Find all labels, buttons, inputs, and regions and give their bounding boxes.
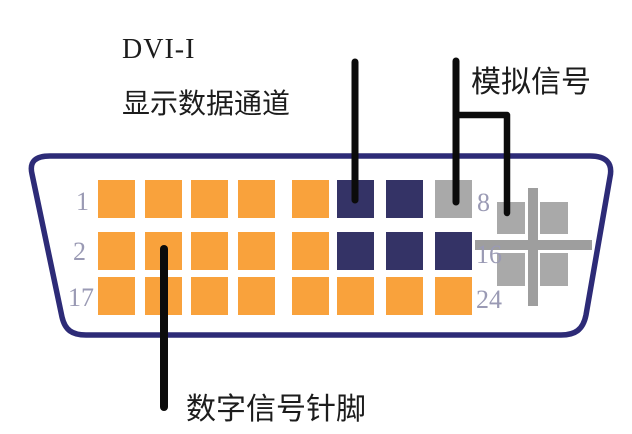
pin-row2-col4-digital bbox=[238, 232, 275, 270]
pin-row1-col3-digital bbox=[191, 180, 228, 218]
pin-row1-col4-digital bbox=[238, 180, 275, 218]
pin-row1-col2-digital bbox=[145, 180, 182, 218]
pin-row3-col7-digital bbox=[386, 277, 423, 315]
pin-row2-col6-ddc bbox=[337, 232, 374, 270]
pin-label-1: 1 bbox=[76, 187, 89, 216]
pin-row3-col4-digital bbox=[238, 277, 275, 315]
pin-row2-col1-digital bbox=[98, 232, 135, 270]
pin-row1-col1-digital bbox=[98, 180, 135, 218]
digital-signal-label: 数字信号针脚 bbox=[186, 393, 366, 426]
connector-type-title: DVI-I bbox=[122, 34, 196, 65]
pin-row3-col8-digital bbox=[435, 277, 472, 315]
pin-row2-col5-digital bbox=[292, 232, 329, 270]
analog-signal-label: 模拟信号 bbox=[471, 66, 591, 99]
pin-row3-col6-digital bbox=[337, 277, 374, 315]
pin-label-8: 8 bbox=[477, 188, 490, 217]
pin-label-24: 24 bbox=[476, 285, 502, 314]
analog-pad-top-right bbox=[540, 202, 568, 234]
pin-label-17: 17 bbox=[68, 283, 94, 312]
pin-row1-col8-analog bbox=[435, 180, 472, 218]
analog-pad-top-left bbox=[497, 202, 525, 234]
pin-row2-col7-ddc bbox=[386, 232, 423, 270]
pin-row1-col5-digital bbox=[292, 180, 329, 218]
pin-row3-col5-digital bbox=[292, 277, 329, 315]
pin-row3-col2-digital bbox=[145, 277, 182, 315]
pin-row2-col3-digital bbox=[191, 232, 228, 270]
pin-row1-col7-ddc bbox=[386, 180, 423, 218]
pin-label-2: 2 bbox=[73, 237, 86, 266]
pin-row1-col6-ddc bbox=[337, 180, 374, 218]
display-data-channel-label: 显示数据通道 bbox=[122, 89, 291, 120]
pin-row3-col1-digital bbox=[98, 277, 135, 315]
pin-row3-col3-digital bbox=[191, 277, 228, 315]
pin-label-16: 16 bbox=[476, 240, 502, 269]
pin-row2-col8-ddc bbox=[435, 232, 472, 270]
analog-pad-bottom-right bbox=[540, 253, 568, 286]
analog-pad-bottom-left bbox=[497, 253, 525, 286]
analog-cross-horizontal-bar bbox=[475, 240, 592, 250]
pin-row2-col2-digital bbox=[145, 232, 182, 270]
